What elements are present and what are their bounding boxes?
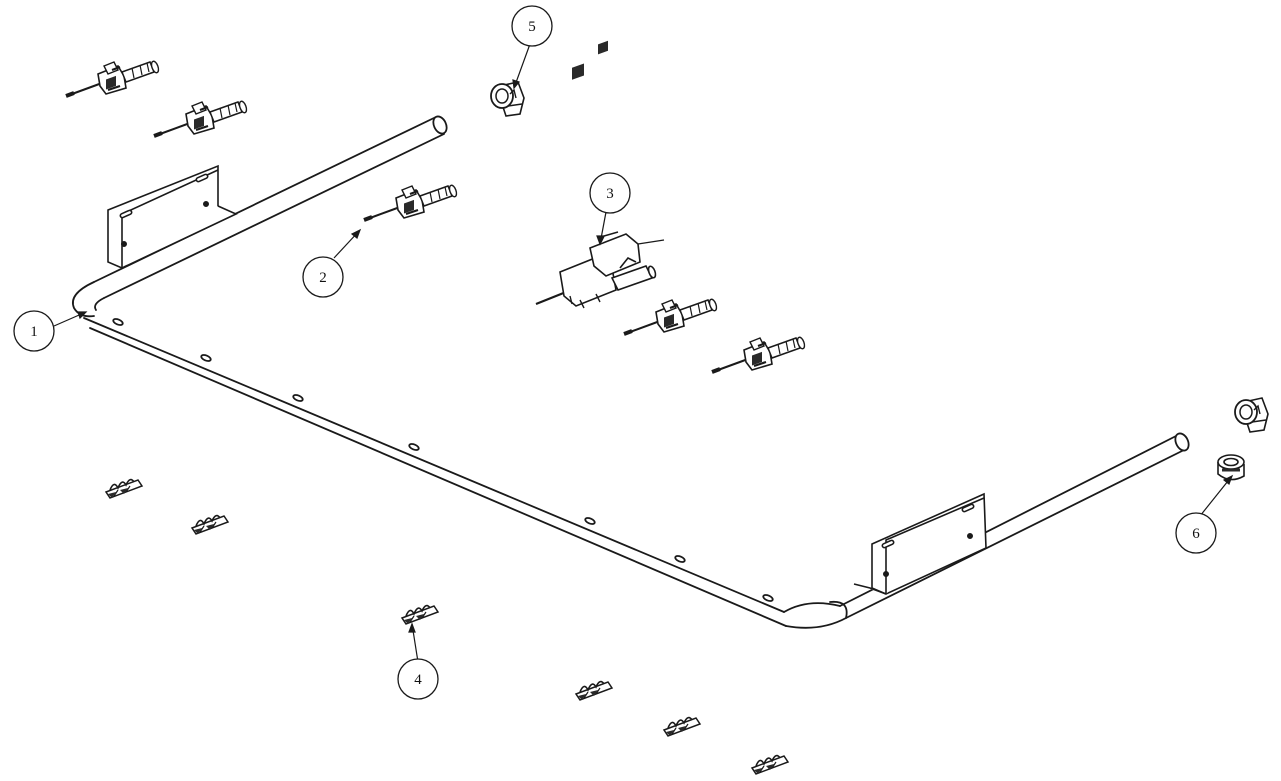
manifold-pipe [72, 115, 1190, 629]
callout-1-label: 1 [30, 324, 38, 340]
left-bracket [107, 164, 238, 269]
callout-2: 2 [302, 256, 344, 298]
callout-4-label: 4 [414, 672, 422, 688]
callout-6: 6 [1175, 512, 1217, 554]
safety-valve-assembly [535, 40, 665, 309]
callout-5: 5 [511, 5, 553, 47]
callout-2-label: 2 [319, 270, 327, 286]
callout-5-label: 5 [528, 19, 536, 35]
leader-lines [53, 43, 1234, 663]
callout-4: 4 [397, 658, 439, 700]
right-bracket [853, 492, 987, 595]
callout-1: 1 [13, 310, 55, 352]
valve-clip [105, 478, 789, 775]
callout-6-label: 6 [1192, 526, 1200, 542]
callout-3: 3 [589, 172, 631, 214]
callout-3-label: 3 [606, 186, 614, 202]
